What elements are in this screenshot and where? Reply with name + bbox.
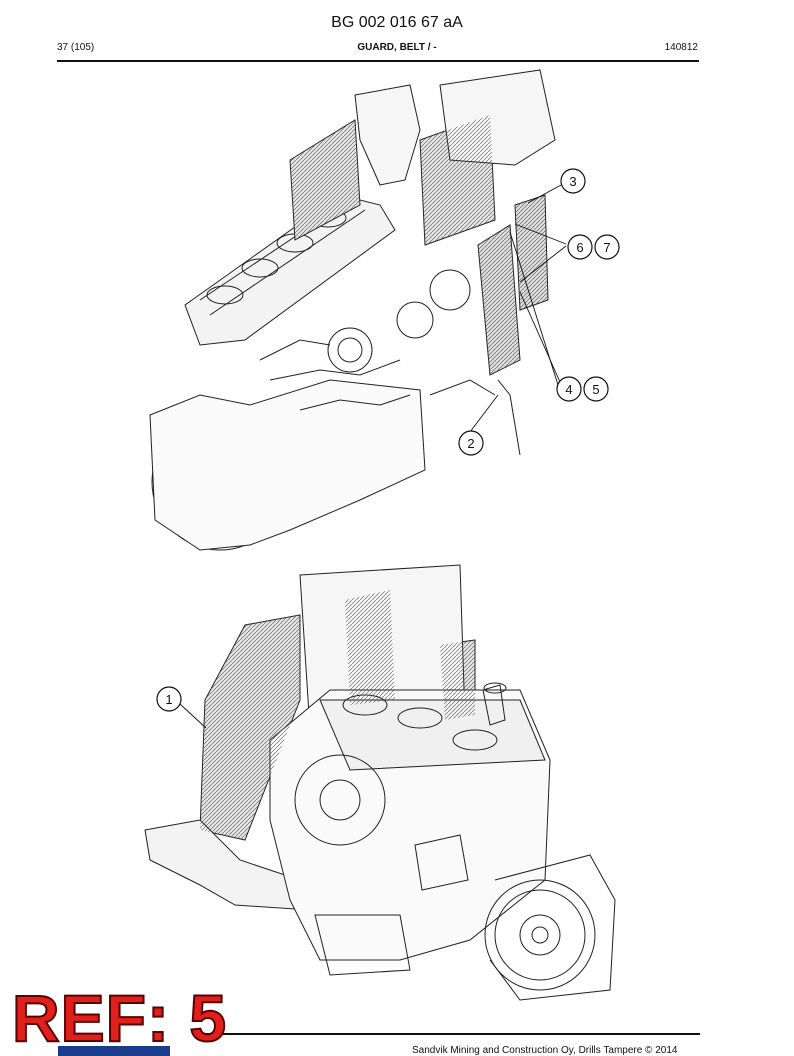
footer-copyright: Sandvik Mining and Construction Oy, Dril… [412, 1045, 678, 1056]
callout-1: 1 [156, 686, 182, 712]
svg-text:7: 7 [603, 240, 610, 255]
callout-4: 4 [556, 376, 582, 402]
lower-side-screen [440, 640, 475, 720]
upper-radiator-core [290, 120, 360, 240]
reference-stamp: REF: 5 [11, 981, 228, 1055]
callout-5: 5 [583, 376, 609, 402]
header-rule [57, 60, 699, 62]
svg-text:5: 5 [592, 382, 599, 397]
upper-leader-lines [469, 184, 567, 433]
document-date: 140812 [664, 42, 698, 53]
document-number: BG 002 016 67 aA [331, 14, 463, 31]
callout-7: 7 [594, 234, 620, 260]
lower-radiator-guard [200, 615, 300, 840]
page-number: 37 (105) [57, 42, 95, 53]
callout-6: 6 [567, 234, 593, 260]
sandvik-logo [58, 1046, 170, 1056]
svg-text:1: 1 [165, 692, 172, 707]
lower-leader-lines [179, 703, 207, 729]
svg-text:6: 6 [576, 240, 583, 255]
svg-text:3: 3 [569, 174, 576, 189]
section-title: GUARD, BELT / - [357, 42, 437, 53]
belt-guard-panel-upper [515, 195, 548, 310]
footer-rule [200, 1033, 700, 1035]
lower-radiator-core [345, 590, 395, 705]
svg-text:4: 4 [565, 382, 572, 397]
svg-text:2: 2 [467, 436, 474, 451]
belt-guard-panel-lower [478, 225, 520, 375]
upper-radiator-core-2 [420, 115, 495, 245]
callout-3: 3 [560, 168, 586, 194]
callout-2: 2 [458, 430, 484, 456]
